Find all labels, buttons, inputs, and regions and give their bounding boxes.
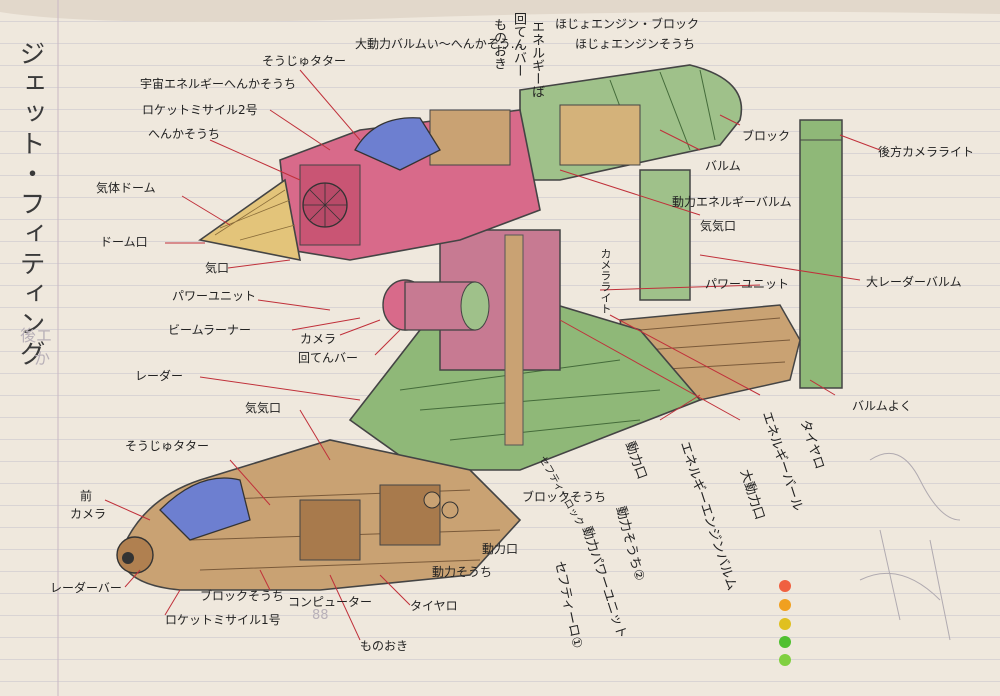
label-hojo-block: ほじょエンジン・ブロック xyxy=(555,17,700,31)
dot-lightgreen xyxy=(779,654,791,666)
label-block-low: ブロックそうち xyxy=(200,589,285,603)
storage-box-top xyxy=(429,109,511,166)
top-canopy xyxy=(354,117,441,171)
label-monooki-top: ものおき xyxy=(491,18,506,70)
label-henka: へんかそうち xyxy=(148,127,221,141)
label-barumu-right: バルム xyxy=(705,159,741,173)
label-camera: カメラ xyxy=(300,332,337,346)
label-kikikou-mid: 気気口 xyxy=(245,401,282,415)
label-rocket2: ロケットミサイル2号 xyxy=(142,103,258,117)
faint-mark-3: 88 xyxy=(312,608,329,623)
label-computer: コンピューター xyxy=(288,595,373,609)
label-monooki-low: ものおき xyxy=(360,639,409,653)
label-taiyaro-low: タイヤロ xyxy=(410,599,458,613)
front-camera-nose xyxy=(116,536,154,574)
label-dai-radar: 大レーダーバルム xyxy=(866,275,962,289)
label-douryoku-kou-low: 動力口 xyxy=(482,542,519,556)
gas-dome xyxy=(198,178,302,262)
label-enerugi-top: エネルギーば xyxy=(529,20,544,98)
lower-canopy xyxy=(159,477,251,541)
label-soujikitaa-top: そうじゅタター xyxy=(262,54,347,68)
rear-radar-panel xyxy=(799,119,843,389)
main-column xyxy=(504,234,524,446)
label-kamera-light: カメラライト xyxy=(599,248,612,314)
label-radar: レーダー xyxy=(135,369,184,383)
label-radar-bar: レーダーバー xyxy=(50,581,122,595)
label-kouhou-camera: 後方カメラライト xyxy=(878,145,975,159)
label-power-unit-left: パワーユニット xyxy=(172,289,257,303)
label-rocket1: ロケットミサイル1号 xyxy=(165,613,281,627)
leader-lines xyxy=(104,69,881,641)
label-dome-kou: ドーム口 xyxy=(100,235,148,249)
label-dairyoku-top: 大動力バルムい〜へんかそう... xyxy=(355,37,523,51)
dot-yellow xyxy=(779,618,791,630)
label-mae-camera: カメラ xyxy=(70,507,107,521)
dot-orange xyxy=(779,599,791,611)
rear-strut xyxy=(639,169,691,301)
label-block-mid: ブロックそうち xyxy=(522,490,607,504)
label-kitai-dome: 気体ドーム xyxy=(96,181,156,195)
label-barumu-yoku: バルムよく xyxy=(852,399,912,413)
label-kikou-left: 気口 xyxy=(205,261,230,275)
label-kaiten-bar: 回てんバー xyxy=(511,12,526,77)
label-kikikou-right: 気気口 xyxy=(700,219,737,233)
label-uchu-energy: 宇宙エネルギーへんかそうち xyxy=(140,77,297,91)
label-beam: ビームラーナー xyxy=(168,323,252,337)
label-douryoku-souchi-low: 動力そうち xyxy=(432,565,493,579)
label-block-right: ブロック xyxy=(742,129,791,143)
page-title: ジェット・フィティング xyxy=(15,40,45,370)
faint-mark-2: か xyxy=(34,349,51,368)
label-soujikitaa-low: そうじゅタター xyxy=(125,439,210,453)
label-hojo-souchi: ほじょエンジンそうち xyxy=(575,37,696,51)
label-power-unit-right: パワーユニット xyxy=(705,277,790,291)
doodle xyxy=(859,452,961,641)
paper-edge xyxy=(0,0,1000,22)
storage-box-low xyxy=(299,499,361,561)
label-douryoku-energy: 動力エネルギーバルム xyxy=(672,195,792,209)
dot-green xyxy=(779,636,791,648)
aux-engine-block xyxy=(559,104,641,166)
label-kaiten-bar2: 回てんバー xyxy=(298,351,359,365)
faint-mark-1: 後エ xyxy=(20,326,53,345)
label-mae: 前 xyxy=(80,489,93,503)
dot-red xyxy=(779,580,791,592)
